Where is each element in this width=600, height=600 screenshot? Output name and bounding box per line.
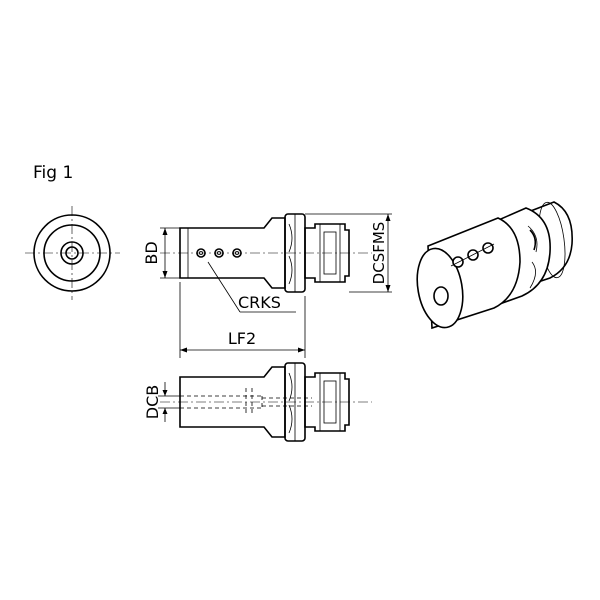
figure-title: Fig 1 xyxy=(33,163,73,183)
label-dcsfms: DCSFMS xyxy=(370,222,388,285)
label-bd: BD xyxy=(142,241,161,264)
dimension-crks: CRKS xyxy=(207,261,296,313)
end-view xyxy=(25,206,120,300)
label-crks: CRKS xyxy=(238,293,281,312)
isometric-view xyxy=(416,201,573,330)
dimension-bd: BD xyxy=(142,227,180,279)
dimension-lf2: LF2 xyxy=(179,282,306,358)
side-view-top xyxy=(160,213,372,293)
dimension-dcsfms: DCSFMS xyxy=(305,213,392,293)
label-lf2: LF2 xyxy=(228,329,256,348)
label-dcb: DCB xyxy=(143,385,162,419)
section-view-bottom xyxy=(160,362,372,442)
dimension-dcb: DCB xyxy=(143,382,180,422)
